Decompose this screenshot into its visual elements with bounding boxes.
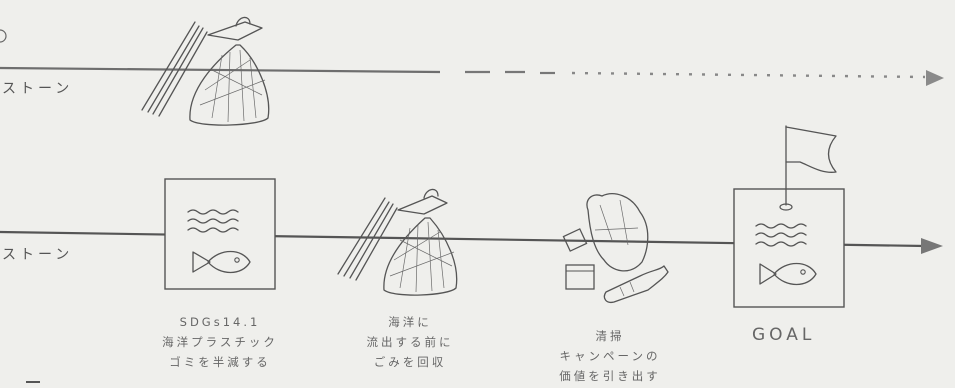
partial-circle-icon — [0, 29, 7, 43]
caption-milestone-1: SDGs14.1 海洋プラスチック ゴミを半減する — [162, 315, 278, 369]
goal-label: GOAL — [752, 325, 816, 345]
milestone-box-1 — [164, 178, 276, 290]
row1-arrowhead-icon — [926, 70, 944, 86]
milestone-box-goal — [733, 125, 845, 308]
litter-pile-icon — [562, 193, 669, 304]
row2-arrowhead-icon — [921, 238, 943, 254]
milestone-trash-bag-2 — [337, 188, 458, 296]
goal-flag-icon — [779, 125, 837, 211]
row-2-label: ストーン — [2, 247, 74, 263]
caption-milestone-3: 清掃 キャンペーンの 価値を引き出す — [559, 329, 661, 383]
row-1-label: ストーン — [2, 81, 74, 97]
trash-bag-tongs-icon — [141, 16, 270, 126]
goal-wave-fish-icon — [755, 223, 817, 286]
timeline-row-1 — [0, 66, 944, 86]
wave-fish-icon — [187, 209, 251, 274]
caption-milestone-2: 海洋に 流出する前に ごみを回収 — [366, 315, 454, 369]
